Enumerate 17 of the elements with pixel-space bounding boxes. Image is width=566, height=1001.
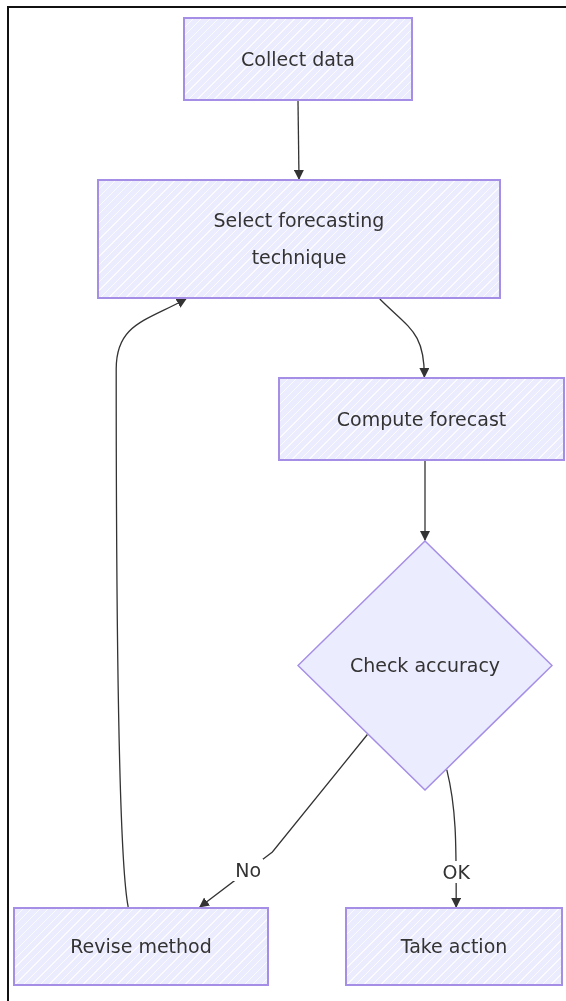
process-box [345, 907, 563, 986]
arrow [420, 460, 430, 541]
node-label: Check accuracy [348, 653, 502, 678]
arrow [293, 100, 304, 180]
node-label: Select forecasting technique [212, 208, 386, 270]
edge-label: OK [440, 861, 472, 884]
process-box [278, 377, 565, 461]
arrow [115, 298, 187, 908]
edge-label: No [233, 859, 263, 882]
node-label: Take action [399, 934, 509, 959]
process-box [183, 17, 413, 101]
node-label: Compute forecast [335, 406, 508, 432]
node-label: Revise method [69, 934, 213, 959]
node-label: Collect data [240, 46, 356, 72]
process-box [97, 179, 501, 299]
process-box [13, 907, 269, 986]
arrow [379, 298, 430, 378]
